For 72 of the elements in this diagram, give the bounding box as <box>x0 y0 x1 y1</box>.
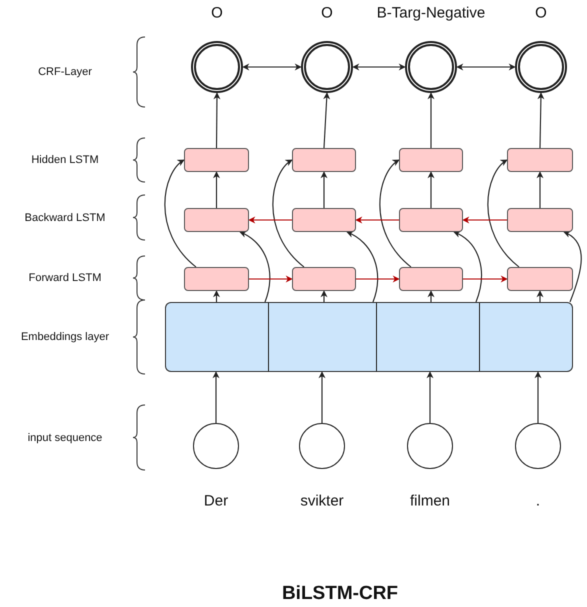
arrow <box>356 276 400 282</box>
arrow <box>239 232 270 302</box>
arrow <box>213 290 220 302</box>
forward-lstm-cell <box>507 267 573 291</box>
embedding-cell <box>479 302 573 372</box>
arrow <box>249 276 293 282</box>
arrow <box>320 171 328 208</box>
layer-label: Forward LSTM <box>28 272 102 284</box>
arrow <box>456 64 516 70</box>
tag-label: O <box>535 4 547 22</box>
forward-lstm-cell <box>399 267 463 291</box>
arrow <box>463 276 508 282</box>
tag-label: B-Targ-Negative <box>376 4 486 22</box>
arrow <box>426 371 434 423</box>
crf-output-circle <box>191 41 243 93</box>
arrow <box>213 92 220 148</box>
arrow <box>355 216 399 224</box>
arrow <box>563 232 582 302</box>
arrow <box>462 216 507 224</box>
layer-label: Embeddings layer <box>20 331 110 343</box>
arrow <box>164 160 196 268</box>
arrow <box>318 371 326 423</box>
tag-label: O <box>211 4 223 22</box>
input-token-circle <box>515 423 561 469</box>
backward-lstm-cell <box>184 208 249 232</box>
arrow <box>453 232 482 302</box>
arrow <box>213 171 220 208</box>
arrow <box>248 216 292 224</box>
input-token-circle <box>299 423 345 469</box>
backward-lstm-cell <box>507 208 573 232</box>
crf-output-circle <box>301 41 353 93</box>
token-label: filmen <box>410 492 450 510</box>
input-token-circle <box>193 423 239 469</box>
forward-lstm-cell <box>292 267 356 291</box>
token-label: svikter <box>300 492 344 510</box>
backward-lstm-cell <box>399 208 463 232</box>
hidden-lstm-cell <box>184 148 249 172</box>
tag-label: O <box>321 4 333 22</box>
token-label: . <box>536 492 540 510</box>
caption: BiLSTM-CRF <box>282 583 398 605</box>
arrow <box>537 92 544 148</box>
arrow <box>487 160 520 268</box>
arrow <box>272 160 304 268</box>
arrow <box>428 171 434 208</box>
arrow <box>352 64 406 70</box>
arrow <box>212 371 220 423</box>
embedding-cell <box>165 302 268 372</box>
arrow <box>379 160 412 268</box>
forward-lstm-cell <box>184 267 249 291</box>
input-token-circle <box>407 423 453 469</box>
arrow <box>320 290 328 302</box>
hidden-lstm-cell <box>399 148 463 172</box>
embedding-cell <box>376 302 479 372</box>
arrow <box>346 232 378 302</box>
arrow <box>242 64 302 70</box>
arrow <box>428 290 434 302</box>
layer-label: CRF-Layer <box>38 66 92 78</box>
arrow <box>323 92 330 148</box>
arrow <box>536 290 544 302</box>
embedding-cell <box>268 302 376 372</box>
arrow <box>428 92 434 148</box>
crf-output-circle <box>405 41 457 93</box>
hidden-lstm-cell <box>292 148 356 172</box>
arrow <box>536 171 544 208</box>
arrow <box>534 371 542 423</box>
hidden-lstm-cell <box>507 148 573 172</box>
token-label: Der <box>204 492 228 510</box>
layer-label: input sequence <box>28 432 102 444</box>
layer-label: Backward LSTM <box>24 212 106 224</box>
layer-label: Hidden LSTM <box>31 154 99 166</box>
backward-lstm-cell <box>292 208 356 232</box>
crf-output-circle <box>515 41 567 93</box>
